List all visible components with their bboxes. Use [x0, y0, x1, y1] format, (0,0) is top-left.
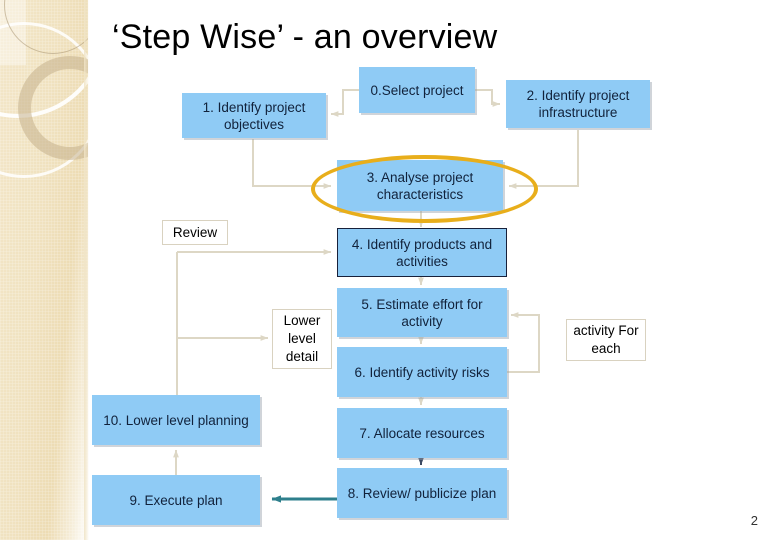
- annotation-for-each-activity[interactable]: activity For each: [566, 319, 646, 361]
- node-9-execute-plan[interactable]: 9. Execute plan: [92, 475, 260, 525]
- node-1-identify-project-objectives[interactable]: 1. Identify project objectives: [182, 93, 326, 138]
- annotation-review[interactable]: Review: [162, 220, 228, 245]
- page-number: 2: [750, 513, 758, 528]
- node-6-identify-activity-risks[interactable]: 6. Identify activity risks: [337, 347, 507, 397]
- annotation-lower-level-detail[interactable]: Lower level detail: [272, 309, 332, 369]
- node-4-identify-products-and-activities[interactable]: 4. Identify products and activities: [337, 228, 507, 277]
- node-8-review-publicize-plan[interactable]: 8. Review/ publicize plan: [337, 468, 507, 518]
- decorative-side-band: [0, 0, 88, 540]
- node-3-analyse-project-characteristics[interactable]: 3. Analyse project characteristics: [337, 160, 503, 211]
- node-10-lower-level-planning[interactable]: 10. Lower level planning: [92, 395, 260, 445]
- node-7-allocate-resources[interactable]: 7. Allocate resources: [337, 408, 507, 458]
- node-5-estimate-effort-for-activity[interactable]: 5. Estimate effort for activity: [337, 288, 507, 337]
- band-edge-fade: [84, 0, 89, 540]
- node-2-identify-project-infrastructure[interactable]: 2. Identify project infrastructure: [506, 80, 650, 128]
- node-0-select-project[interactable]: 0.Select project: [359, 67, 475, 113]
- page-title: ‘Step Wise’ - an overview: [112, 18, 498, 56]
